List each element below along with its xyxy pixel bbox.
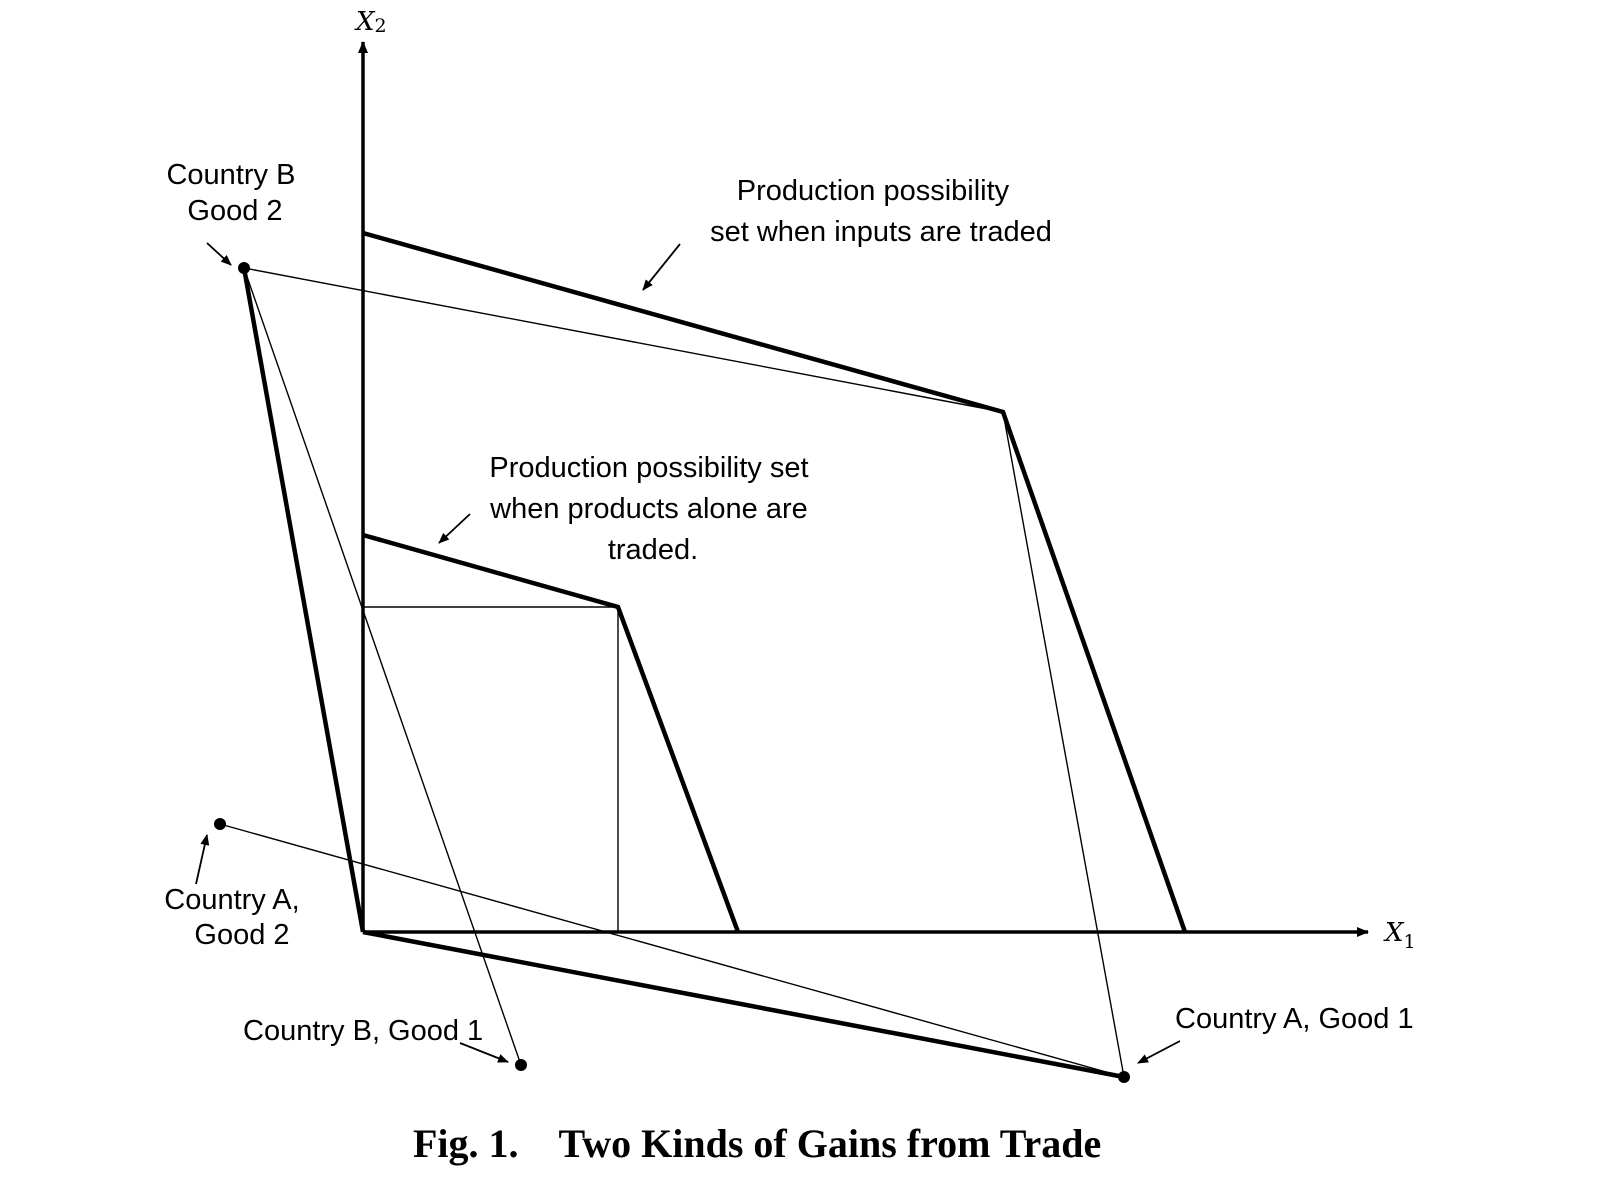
figure-title: Two Kinds of Gains from Trade [559,1121,1102,1166]
line-b2-to-kink [243,267,1004,413]
pointer-pps-products-traded [438,513,471,544]
pointer-country-b-good1 [459,1042,509,1063]
y-axis-label: X2 [354,7,387,37]
autarky-rectangle [363,606,619,932]
point-country-a-good1 [1118,1071,1130,1083]
country-b-good2-edge [241,267,366,933]
pointer-country-a-good2 [195,834,210,885]
point-country-b-good2 [238,262,250,274]
point-country-a-good2 [214,818,226,830]
pointer-country-a-good1 [1137,1040,1181,1064]
pointer-pps-inputs-traded [642,243,681,291]
label-country-a-good1: Country A, Good 1 [1175,1003,1414,1035]
label-pps-products-traded: Production possibility set when products… [489,452,816,566]
point-country-b-good1 [515,1059,527,1071]
pps-inputs-traded-frontier [362,230,1188,933]
x-axis-label: X1 [1383,918,1416,953]
label-country-b-good1: Country B, Good 1 [243,1015,483,1047]
figure-number: Fig. 1. [413,1121,519,1166]
label-pps-inputs-traded: Production possibility set when inputs a… [710,175,1052,248]
label-country-b-good2: Country B Good 2 [166,159,303,227]
pointer-country-b-good2 [206,242,232,266]
country-a-good1-edge [362,929,1125,1080]
line-a2-to-a1 [219,823,1125,1078]
line-kink-to-a1 [1002,411,1125,1078]
pps-products-traded-frontier [362,532,741,933]
line-b2-to-b1 [243,267,522,1066]
figure-caption: Fig. 1. Two Kinds of Gains from Trade [413,1121,1101,1166]
label-country-a-good2: Country A, Good 2 [164,884,307,951]
